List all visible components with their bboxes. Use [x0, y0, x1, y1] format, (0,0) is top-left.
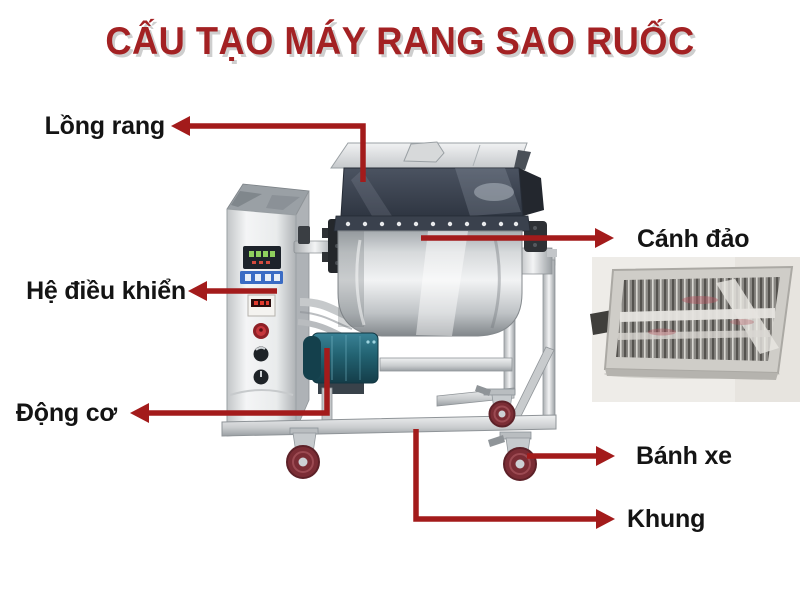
- arrow-dong-co: [130, 348, 330, 423]
- control-panel: [226, 183, 310, 437]
- caster-wheel-rear-right: [475, 385, 516, 428]
- arrow-canh-dao: [421, 228, 614, 248]
- callout-arrows: [130, 116, 615, 529]
- label-he-dieu-khien: Hệ điều khiển: [26, 277, 186, 305]
- label-banh-xe: Bánh xe: [636, 442, 732, 470]
- machine-illustration: [221, 141, 557, 481]
- hopper-lid: [330, 141, 531, 170]
- power-button: [253, 323, 269, 339]
- control-knob: [253, 346, 269, 362]
- arrow-long-rang: [171, 116, 366, 182]
- caster-wheel-left: [286, 427, 320, 479]
- control-knob: [253, 369, 269, 385]
- led-readout: [247, 294, 276, 317]
- label-khung: Khung: [627, 505, 706, 533]
- label-long-rang: Lồng rang: [44, 112, 166, 140]
- label-canh-dao: Cánh đảo: [637, 225, 750, 253]
- mixing-drum: [337, 230, 523, 337]
- temperature-controller-display: [240, 246, 283, 284]
- arrow-khung: [413, 429, 615, 529]
- arrow-banh-xe: [527, 446, 615, 466]
- page-title: CẤU TẠO MÁY RANG SAO RUỐC: [105, 20, 695, 63]
- roasting-hopper: [333, 167, 544, 232]
- label-dong-co: Động cơ: [15, 399, 117, 427]
- arrow-he-dieu-khien: [188, 281, 277, 301]
- paddle-inset-photo: [590, 257, 800, 402]
